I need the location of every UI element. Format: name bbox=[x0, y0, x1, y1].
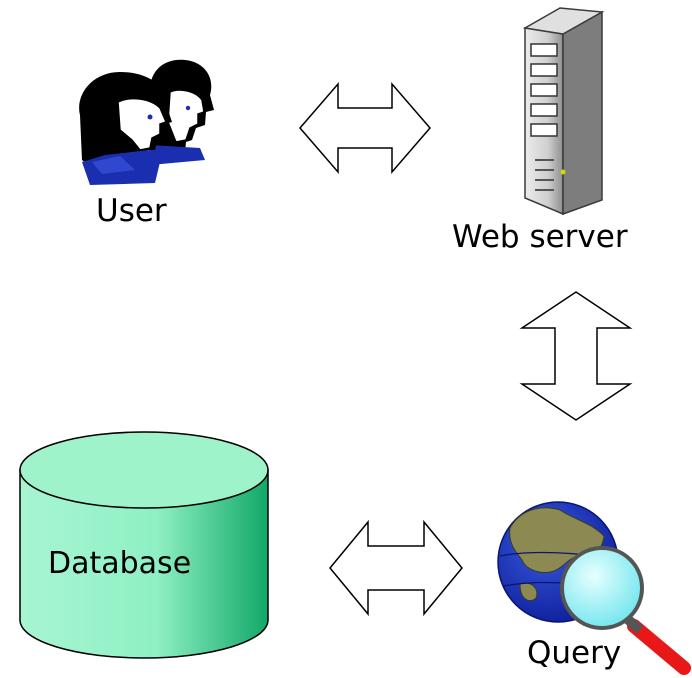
database-label: Database bbox=[48, 546, 192, 581]
arrow-webserver-query bbox=[519, 291, 633, 421]
arrow-user-webserver bbox=[299, 81, 431, 175]
users-icon bbox=[79, 59, 214, 185]
arrow-database-query bbox=[329, 519, 463, 617]
server-tower-icon bbox=[522, 7, 605, 216]
user-label: User bbox=[96, 193, 167, 229]
globe-magnifier-icon bbox=[497, 501, 691, 675]
query-label: Query bbox=[527, 635, 622, 671]
web-server-label: Web server bbox=[452, 219, 628, 255]
database-cylinder-icon bbox=[19, 431, 269, 659]
